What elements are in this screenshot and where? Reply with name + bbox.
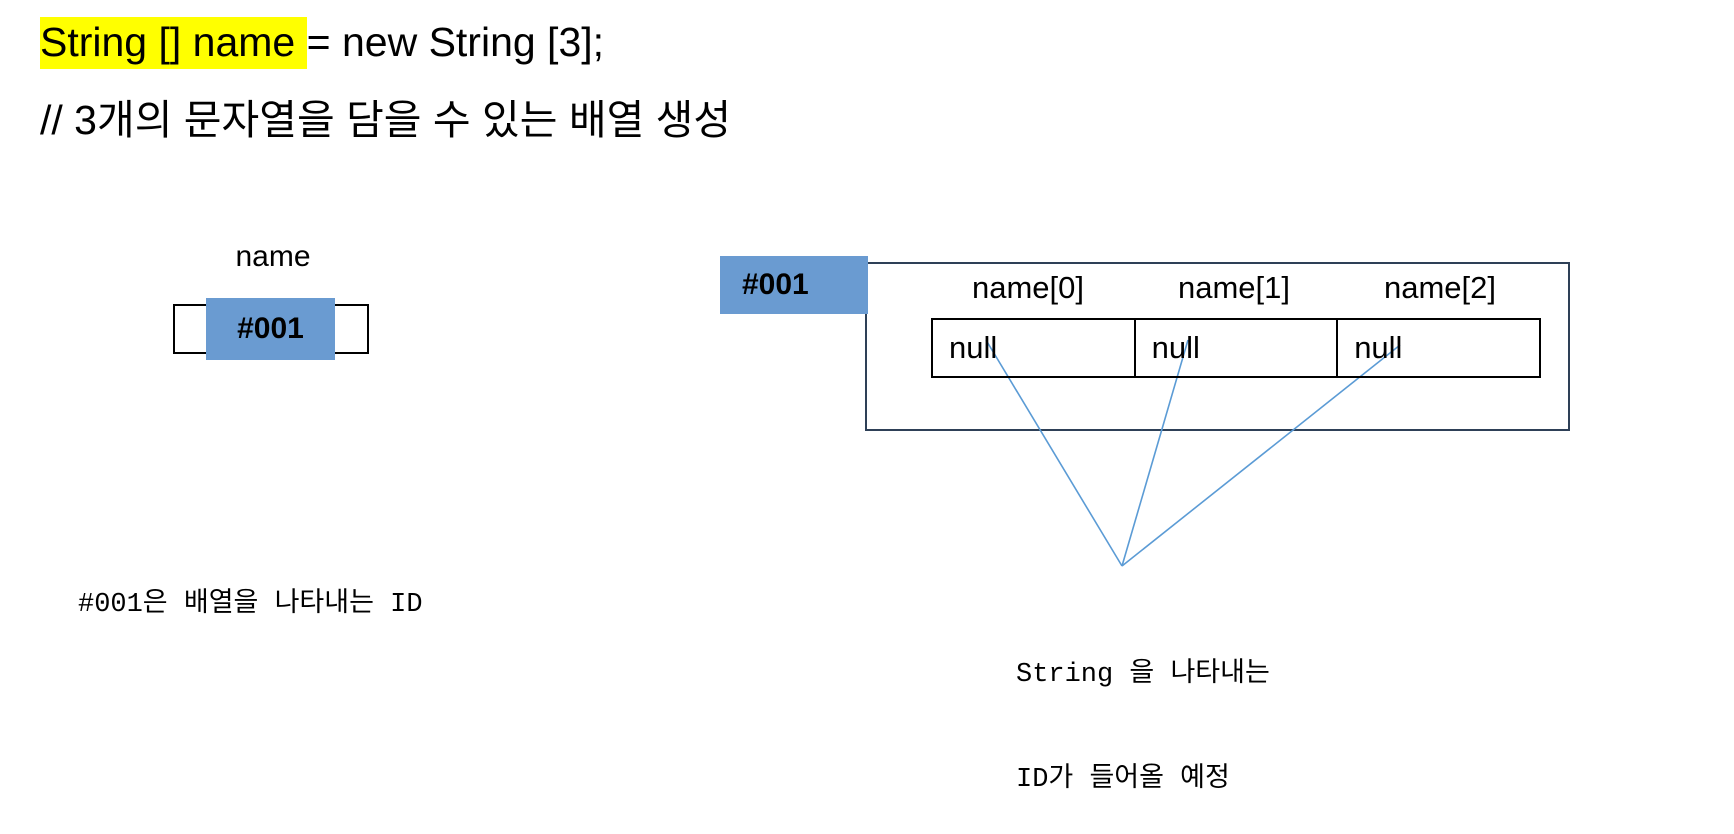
- array-index-label-0: name[0]: [971, 270, 1084, 305]
- variable-name-label: name: [235, 240, 311, 273]
- code-line-comment: // 3개의 문자열을 담을 수 있는 배열 생성: [40, 97, 732, 143]
- variable-diagram: name #001: [173, 240, 403, 365]
- array-cell-0: null: [931, 318, 1136, 378]
- array-object-diagram: #001 name[0] name[1] name[2] null null n…: [720, 256, 1570, 431]
- caption-string-id-line-1: String 을 나타내는: [1016, 660, 1270, 691]
- code-line-declaration: String [] name = new String [3];: [40, 17, 605, 69]
- array-id-badge: #001: [720, 256, 868, 314]
- array-index-label-1: name[1]: [1177, 270, 1290, 305]
- caption-array-id: #001은 배열을 나타내는 ID: [78, 590, 423, 620]
- array-cell-2: null: [1336, 318, 1541, 378]
- variable-value-badge: #001: [206, 298, 335, 360]
- array-cell-1: null: [1133, 318, 1339, 378]
- code-highlight-declaration: String [] name: [40, 17, 307, 69]
- array-index-labels: name[0] name[1] name[2]: [925, 270, 1545, 306]
- array-cells: null null null: [931, 318, 1545, 378]
- array-index-label-2: name[2]: [1383, 270, 1496, 305]
- caption-string-id-line-2: ID가 들어올 예정: [1016, 765, 1230, 796]
- code-line-declaration-rest: = new String [3];: [306, 19, 605, 65]
- caption-string-id: String 을 나타내는 ID가 들어올 예정: [1016, 588, 1270, 834]
